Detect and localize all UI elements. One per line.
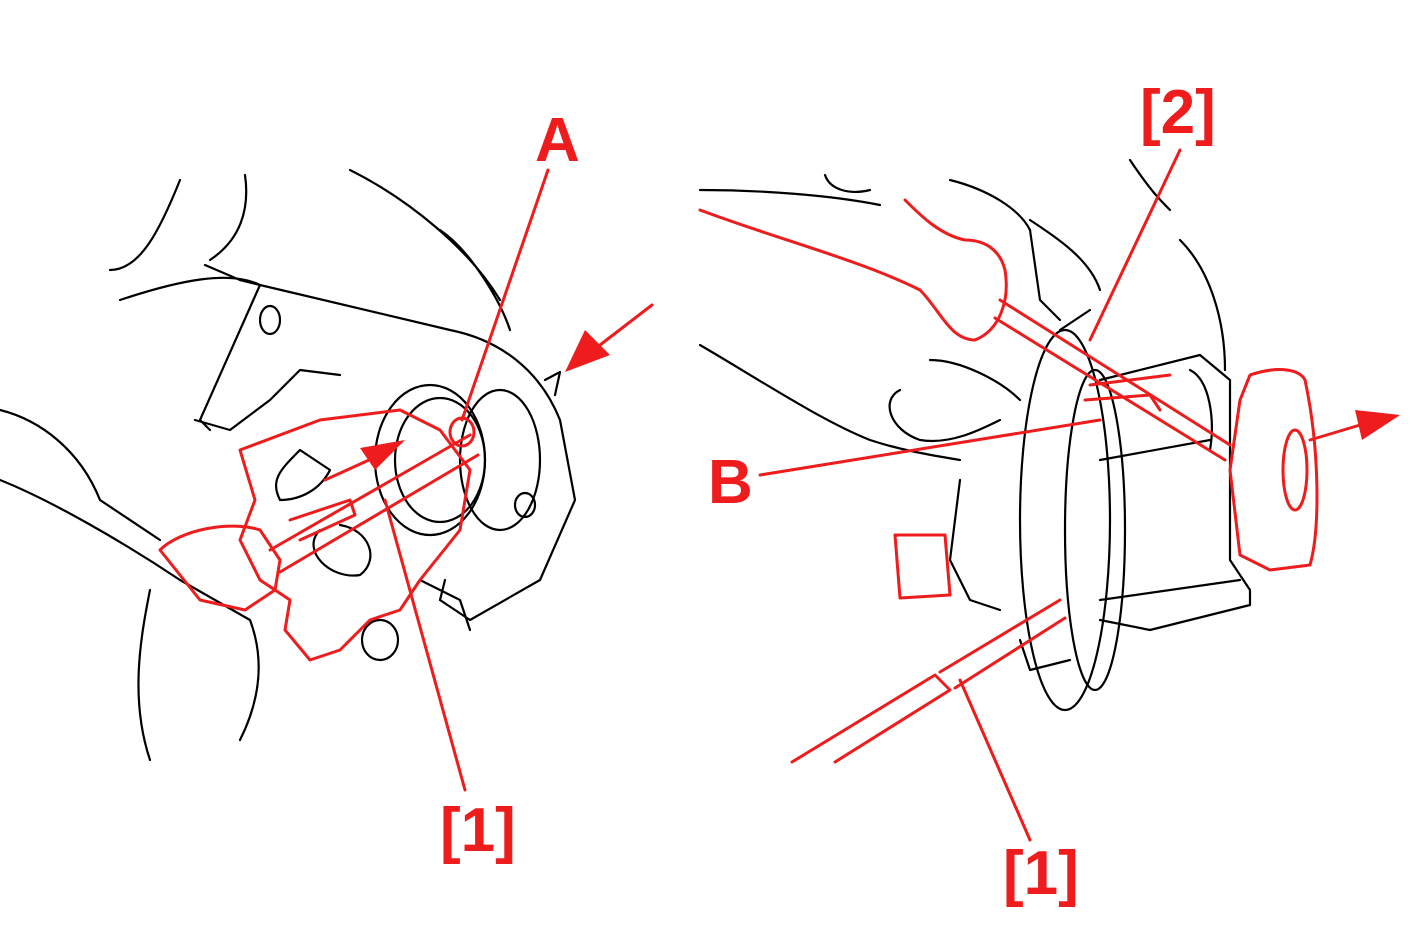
leader-line-right-2 bbox=[1088, 148, 1182, 342]
callout-left-tool-1: [1] bbox=[440, 796, 516, 865]
callout-right-tool-1: [1] bbox=[1003, 839, 1079, 908]
left-assembly-linework bbox=[0, 168, 577, 762]
callout-A: A bbox=[535, 106, 580, 175]
right-assembly-linework bbox=[698, 158, 1252, 712]
callout-right-tool-2: [2] bbox=[1140, 78, 1216, 147]
leader-line-left-1 bbox=[383, 498, 467, 792]
leader-line-A bbox=[460, 168, 550, 422]
leader-line-right-1 bbox=[958, 678, 1032, 842]
right-tool-and-highlight bbox=[698, 148, 1400, 842]
callout-B: B bbox=[708, 448, 753, 517]
leader-line-B bbox=[758, 418, 1102, 477]
left-tool-and-highlight bbox=[158, 168, 654, 792]
